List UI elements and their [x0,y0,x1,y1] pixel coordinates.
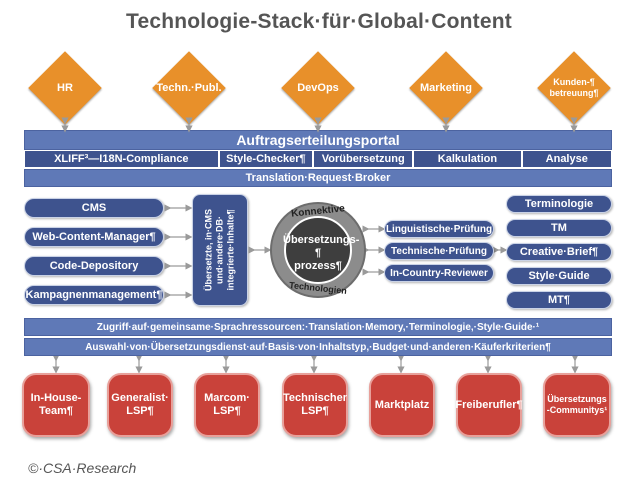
copyright: ©·CSA·Research [28,460,137,476]
provider-freiberufler: Freiberufler¶ [455,373,523,437]
provider-in-house-team: In-House- Team¶ [22,373,90,437]
stakeholder-label: DevOps [297,81,339,94]
access-bar: Zugriff·auf·gemeinsame·Sprachressourcen:… [24,318,612,336]
check-technisch: Technische·Prüfung [384,242,494,260]
stakeholder-label: Marketing [420,81,472,94]
resource-creative-brief: Creative·Brief¶ [506,243,612,261]
broker-bar: Translation·Request·Broker [24,169,612,187]
system-code-depository: Code-Depository [24,256,164,276]
system-kampagnenmanagement: Kampagnenmanagement¶ [24,285,164,305]
resource-terminologie: Terminologie [506,195,612,213]
portal-item-xliff: XLIFF³—I18N-Compliance [24,150,219,168]
resource-style-guide: Style·Guide [506,267,612,285]
stakeholder-label: Kunden-¶ betreuung¶ [549,77,599,98]
stakeholder-techn-publ: Techn.·Publ. [152,51,226,125]
provider-marcom-lsp: Marcom· LSP¶ [194,373,260,437]
portal-item-kalkulation: Kalkulation [413,150,522,168]
system-arrows [164,204,508,299]
stakeholder-label: HR [57,81,73,94]
portal-item-style-checker: Style-Checker¶ [218,150,314,168]
stakeholder-arrows [61,117,578,133]
resource-tm: TM [506,219,612,237]
system-web-content-manager: Web-Content-Manager¶ [24,227,164,247]
hub-center-label: Übersetzungs-¶ prozess¶ [283,234,360,272]
stakeholder-devops: DevOps [281,51,355,125]
portal-items: XLIFF³—I18N-Compliance Style-Checker¶ Vo… [24,150,612,168]
stakeholder-label: Techn.·Publ. [156,81,222,94]
portal-item-analyse: Analyse [521,150,612,168]
provider-marktplatz: Marktplatz [369,373,435,437]
check-in-country: In-Country-Reviewer [384,264,494,282]
stakeholder-kundenbetreuung: Kunden-¶ betreuung¶ [537,51,611,125]
provider-technischer-lsp: Technischer LSP¶ [282,373,348,437]
check-linguistisch: Linguistische·Prüfung [384,220,494,238]
stakeholder-marketing: Marketing [409,51,483,125]
portal-item-vorubersetzung: Vorübersetzung [313,150,414,168]
selection-bar: Auswahl·von·Übersetzungsdienst·auf·Basis… [24,338,612,356]
system-cms: CMS [24,198,164,218]
provider-generalist-lsp: Generalist· LSP¶ [107,373,173,437]
stakeholder-hr: HR [28,51,102,125]
provider-arrows [52,354,579,374]
portal-bar: Auftragserteilungsportal [24,130,612,150]
provider-communitys: Übersetzungs -Communitys¹ [543,373,611,437]
integration-box: Übersetzte, in·CMS und·andere·DB· integr… [192,194,248,306]
resource-mt: MT¶ [506,291,612,309]
diagram-title: Technologie-Stack·für·Global·Content [126,10,512,33]
hub-ring [270,202,366,298]
